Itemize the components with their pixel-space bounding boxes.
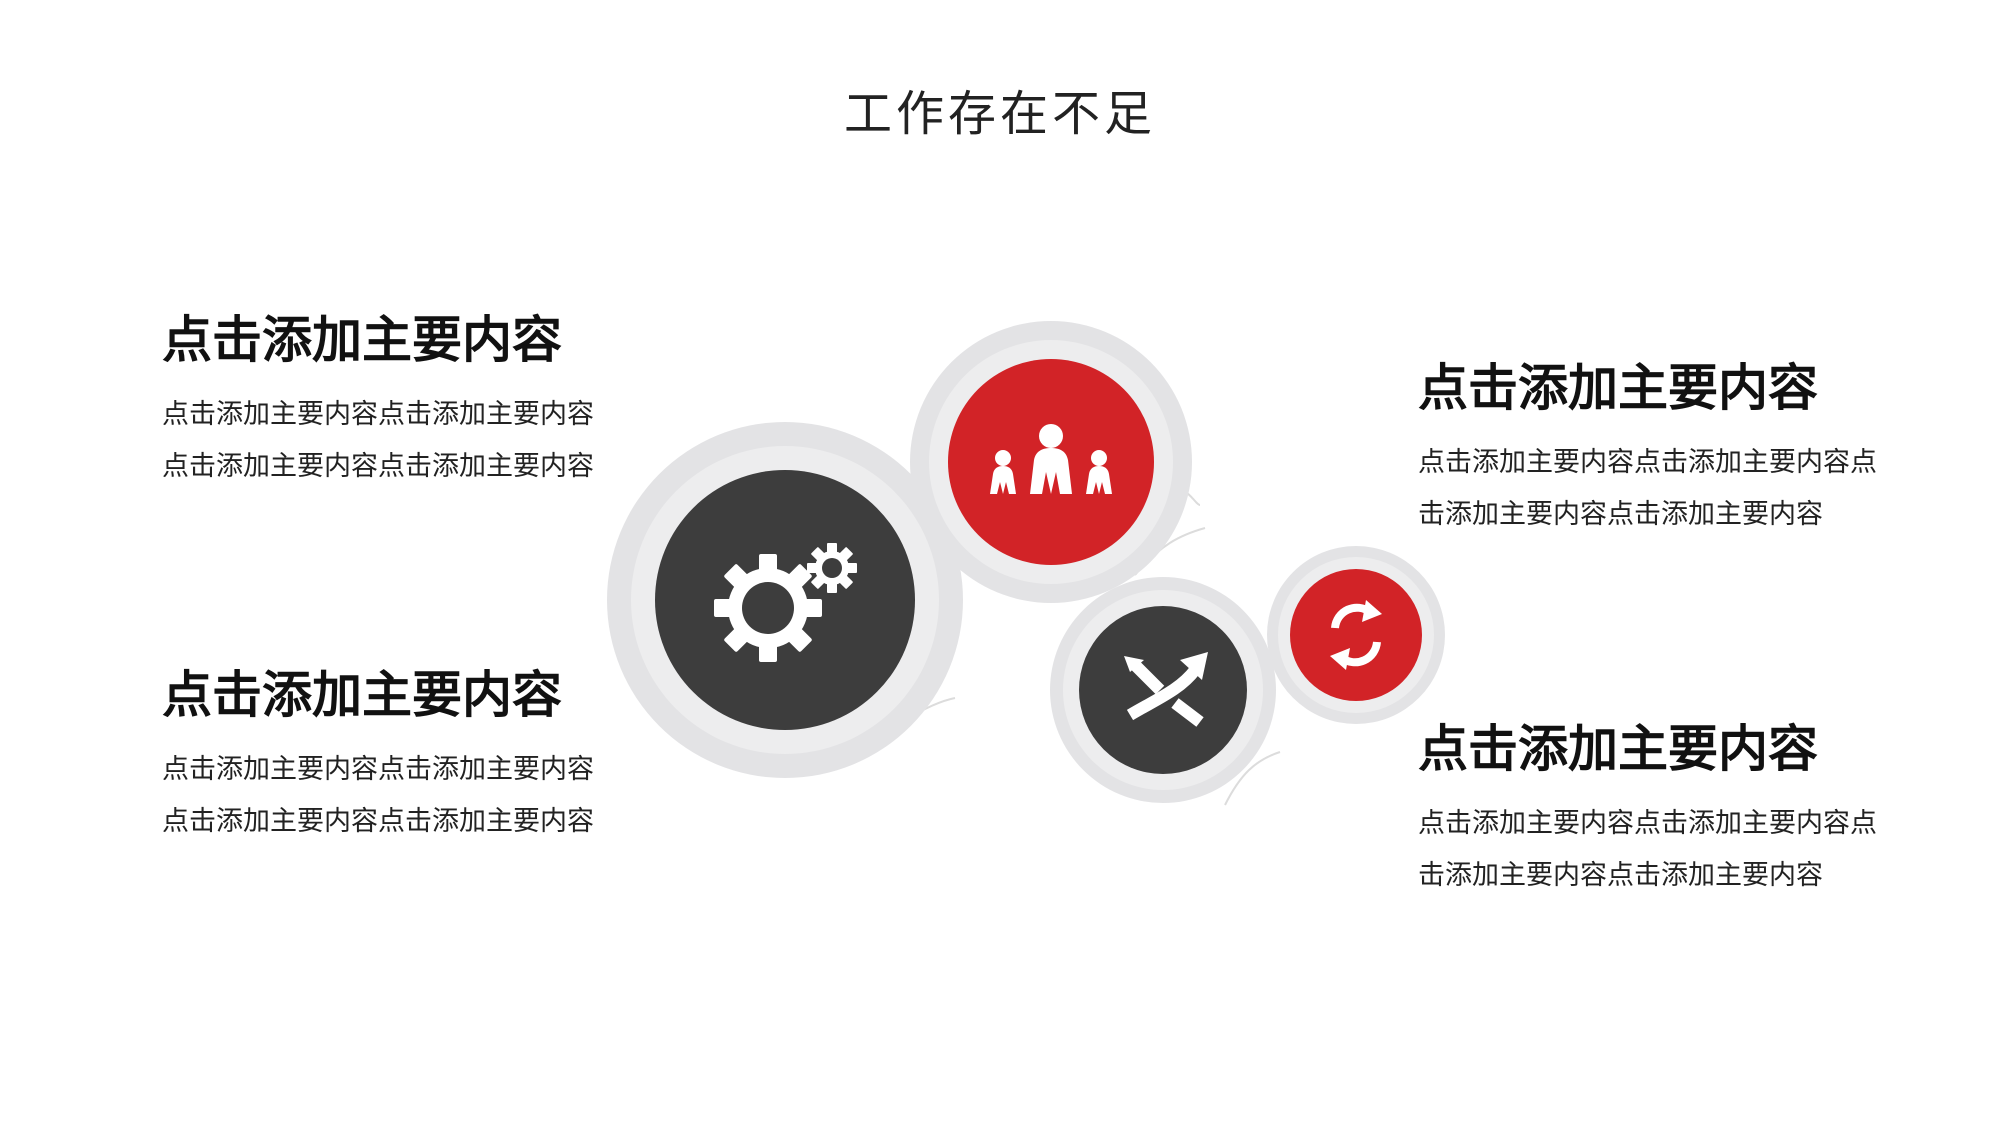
block-body: 点击添加主要内容点击添加主要内容点击添加主要内容点击添加主要内容 (1418, 447, 1877, 530)
block-heading: 点击添加主要内容 (1418, 720, 1818, 778)
gears-circle (607, 422, 963, 778)
block-heading: 点击添加主要内容 (162, 311, 562, 369)
family-icon (990, 424, 1112, 494)
content-block-top-left: 点击添加主要内容 点击添加主要内容点击添加主要内容点击添加主要内容点击添加主要内… (162, 305, 602, 493)
crossing-arrows-circle (1050, 577, 1276, 803)
block-heading: 点击添加主要内容 (162, 666, 562, 724)
block-heading: 点击添加主要内容 (1418, 359, 1818, 417)
crossing-arrows-icon (1126, 660, 1204, 727)
content-block-bottom-left: 点击添加主要内容 点击添加主要内容点击添加主要内容点击添加主要内容点击添加主要内… (162, 660, 602, 848)
refresh-icon (1330, 600, 1382, 670)
block-body: 点击添加主要内容点击添加主要内容点击添加主要内容点击添加主要内容 (1418, 808, 1877, 891)
refresh-circle (1267, 546, 1445, 724)
page-title: 工作存在不足 (843, 86, 1156, 142)
gears-icon (714, 543, 857, 662)
content-block-top-right: 点击添加主要内容 点击添加主要内容点击添加主要内容点击添加主要内容点击添加主要内… (1418, 353, 1898, 541)
block-body: 点击添加主要内容点击添加主要内容点击添加主要内容点击添加主要内容 (162, 754, 594, 837)
block-body: 点击添加主要内容点击添加主要内容点击添加主要内容点击添加主要内容 (162, 399, 594, 482)
content-block-bottom-right: 点击添加主要内容 点击添加主要内容点击添加主要内容点击添加主要内容点击添加主要内… (1418, 714, 1898, 902)
family-circle (910, 321, 1192, 603)
